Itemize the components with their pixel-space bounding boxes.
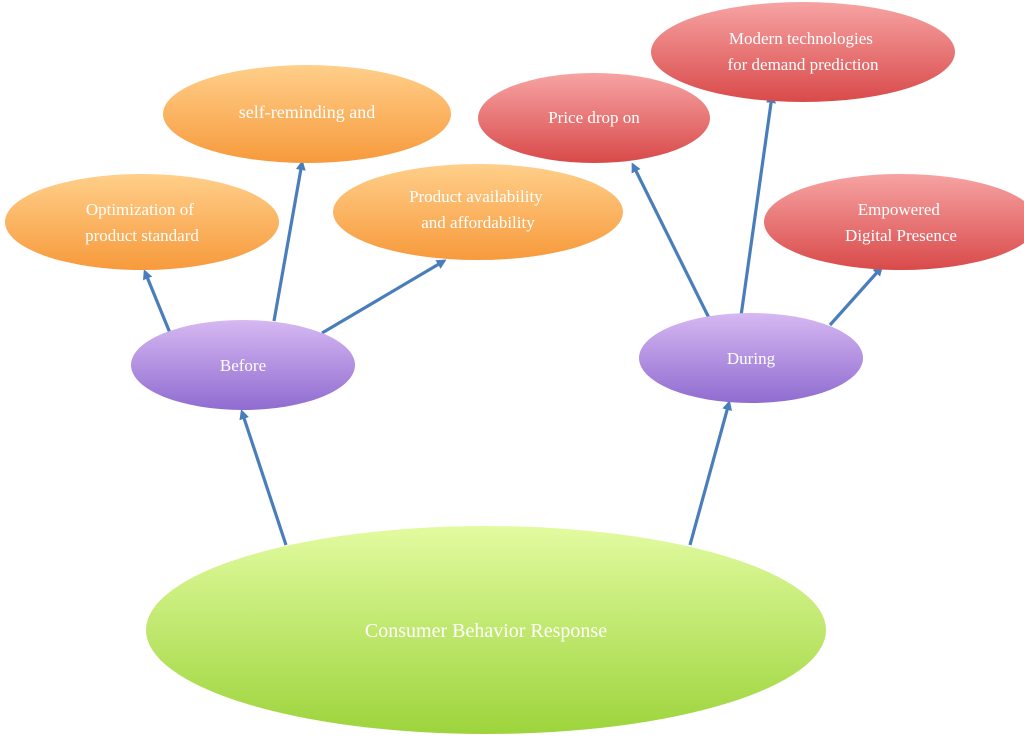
availability-line-1: Product availability — [409, 187, 543, 206]
arrow-during-to-modern-tech — [739, 93, 776, 317]
arrow-during-to-price-drop — [631, 162, 712, 321]
before-node: Before — [131, 320, 355, 410]
price-drop-ellipse — [478, 73, 710, 163]
before-leaf-self-reminding: self-reminding and — [163, 65, 451, 163]
optimization-label: Optimization of product standard — [85, 200, 199, 245]
availability-ellipse — [333, 164, 623, 260]
during-leaf-digital-presence: Empowered Digital Presence — [764, 174, 1024, 270]
digital-presence-line-2: Digital Presence — [845, 226, 957, 245]
price-drop-label: Price drop on — [548, 108, 640, 127]
arrow-during-to-digital-presence — [828, 265, 884, 327]
during-leaf-price-drop: Price drop on — [478, 73, 710, 163]
self-reminding-ellipse — [163, 65, 451, 163]
self-reminding-line-1: self-reminding and — [239, 102, 375, 122]
arrow-before-to-availability — [321, 259, 447, 335]
arrow-before-to-self-reminding — [272, 160, 306, 322]
root-label: Consumer Behavior Response — [365, 620, 607, 642]
during-leaf-modern-tech: Modern technologies for demand predictio… — [651, 2, 955, 102]
during-node: During — [639, 313, 863, 403]
self-reminding-label: self-reminding and — [239, 102, 375, 122]
optimization-ellipse — [5, 174, 279, 270]
root-ellipse — [146, 526, 826, 734]
modern-tech-line-2: for demand prediction — [727, 55, 879, 74]
before-ellipse — [131, 320, 355, 410]
arrow-root-to-during — [688, 400, 732, 546]
availability-label: Product availability and affordability — [409, 187, 547, 232]
modern-tech-label: Modern technologies for demand predictio… — [727, 29, 879, 74]
during-ellipse — [639, 313, 863, 403]
price-drop-line-1: Price drop on — [548, 108, 640, 127]
before-label: Before — [220, 356, 266, 375]
digital-presence-ellipse — [764, 174, 1024, 270]
arrow-root-to-before — [239, 409, 288, 546]
modern-tech-ellipse — [651, 2, 955, 102]
digital-presence-line-1: Empowered — [858, 200, 941, 219]
optimization-line-2: product standard — [85, 226, 199, 245]
before-leaf-availability: Product availability and affordability — [333, 164, 623, 260]
digital-presence-label: Empowered Digital Presence — [845, 200, 957, 245]
during-label: During — [727, 349, 776, 368]
root-node: Consumer Behavior Response — [146, 526, 826, 734]
arrow-before-to-optimization — [143, 269, 172, 334]
connectors — [143, 93, 884, 546]
availability-line-2: and affordability — [421, 213, 535, 232]
optimization-line-1: Optimization of — [86, 200, 194, 219]
modern-tech-line-1: Modern technologies — [729, 29, 873, 48]
before-leaf-optimization: Optimization of product standard — [5, 174, 279, 270]
